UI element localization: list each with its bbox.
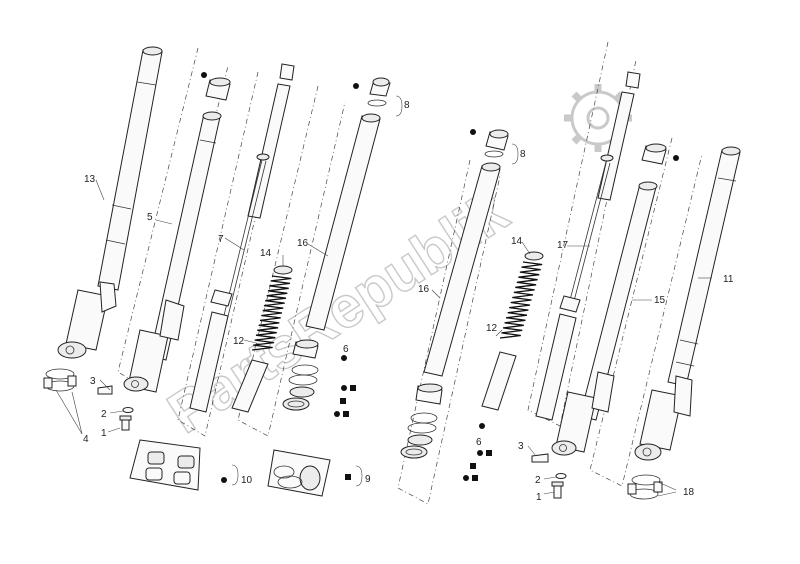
left-inner-tube-5 (123, 111, 222, 393)
callout-2-right: 2 (535, 475, 541, 486)
callout-18: 18 (683, 487, 695, 498)
callout-16-right: 16 (418, 284, 430, 295)
right-spring (481, 251, 544, 411)
callout-9: 9 (365, 474, 371, 485)
left-spring (231, 265, 293, 413)
callout-16-left: 16 (297, 238, 309, 249)
callout-12-left: 12 (233, 336, 245, 347)
callout-labels: 13 5 7 14 16 8 12 6 3 2 1 4 10 9 8 14 17… (83, 100, 734, 503)
left-outer-tube-16 (305, 77, 391, 331)
left-top-bush (201, 72, 231, 101)
watermark: PartsRepublik (156, 84, 632, 447)
leader-lines (55, 95, 712, 497)
callout-8-left: 8 (404, 100, 410, 111)
callout-12-right: 12 (486, 323, 498, 334)
callout-7: 7 (218, 234, 224, 245)
callout-6-left: 6 (343, 344, 349, 355)
callout-3-right: 3 (518, 441, 524, 452)
outline-right-15 (589, 137, 703, 487)
left-clamp-10 (129, 439, 227, 491)
left-bottom-hardware (43, 368, 134, 431)
dot-mark (353, 83, 359, 89)
right-cartridge-17 (535, 71, 641, 421)
left-outer-tube-13 (57, 46, 163, 359)
outline-left-7 (177, 71, 286, 437)
callout-13: 13 (84, 174, 96, 185)
callout-2-left: 2 (101, 409, 107, 420)
left-washer-stack (282, 339, 356, 417)
callout-3-left: 3 (90, 376, 96, 387)
left-clamp-9 (267, 449, 351, 497)
callout-11: 11 (723, 274, 734, 285)
callout-14-right: 14 (511, 236, 523, 247)
callout-1-left: 1 (101, 428, 107, 439)
right-inner-tube-15 (551, 143, 679, 456)
callout-15: 15 (654, 295, 666, 306)
callout-1-right: 1 (536, 492, 542, 503)
callout-10: 10 (241, 475, 253, 486)
callout-4: 4 (83, 434, 89, 445)
callout-8-right: 8 (520, 149, 526, 160)
outline-right-17 (527, 41, 637, 427)
outline-right-16 (397, 159, 501, 505)
callout-5: 5 (147, 212, 153, 223)
right-outer-tube-11 (634, 146, 741, 461)
callout-17: 17 (557, 240, 569, 251)
left-cartridge-7 (189, 63, 295, 413)
callout-6-right: 6 (476, 437, 482, 448)
right-bottom-hardware (531, 453, 663, 500)
right-washer-stack (400, 383, 492, 481)
outline-left-16 (237, 85, 346, 437)
callout-14-left: 14 (260, 248, 272, 259)
right-outer-tube-16 (423, 129, 509, 377)
dot-mark (201, 72, 207, 78)
